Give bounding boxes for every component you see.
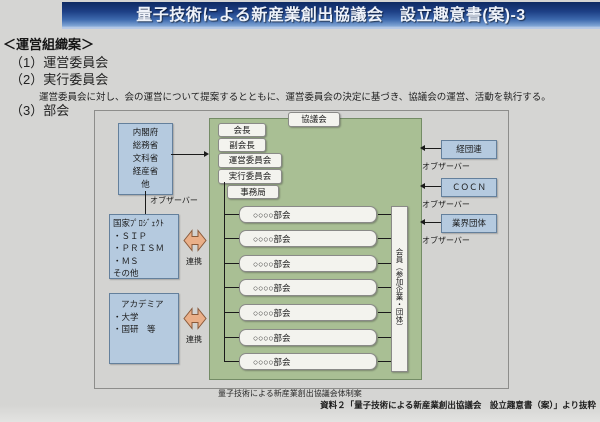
national-project-line: その他 [113, 268, 139, 278]
government-line: 内閣府 [132, 127, 159, 137]
arrow-left-icon [420, 183, 425, 189]
observer-label-left: オブザーバー [150, 196, 198, 205]
connector-line [378, 238, 391, 239]
connector-line [224, 287, 239, 288]
connector-line [224, 263, 239, 264]
academia-line: ・国研 等 [113, 324, 156, 334]
connector-line [224, 312, 239, 313]
org-chart: 内閣府 総務省 文科省 経産省 他 オブザーバー 国家ﾌﾟﾛｼﾞｪｸﾄ ・ＳＩＰ… [94, 110, 509, 389]
national-project-line: ・ＭＳ [113, 255, 139, 266]
observer-label-right: オブザーバー [422, 236, 470, 245]
connector-line [378, 337, 391, 338]
bukai-box: ○○○○部会 [239, 230, 377, 247]
bukai-box: ○○○○部会 [239, 279, 377, 296]
bukai-box: ○○○○部会 [239, 206, 377, 223]
cocn-box: ＣＯＣＮ [441, 178, 497, 197]
connector-line [425, 186, 441, 187]
observer-label-right: オブザーバー [422, 162, 470, 171]
connector-line [224, 337, 239, 338]
connector-line [224, 214, 239, 215]
academia-line: ・大学 [113, 311, 139, 322]
government-box: 内閣府 総務省 文科省 経産省 他 [118, 123, 173, 195]
connector-line [378, 263, 391, 264]
keidanren-box: 経団連 [441, 140, 497, 159]
members-box: 会員（参加企業・団体） [391, 206, 408, 372]
arrow-left-icon [420, 145, 425, 151]
academia-line: アカデミア [121, 299, 164, 309]
national-project-box: 国家ﾌﾟﾛｼﾞｪｸﾄ ・ＳＩＰ ・ＰＲＩＳＭ ・ＭＳ その他 [109, 214, 179, 279]
industry-group-box: 業界団体 [441, 214, 497, 233]
connector-line [425, 222, 441, 223]
cooperation-arrow-icon [183, 229, 207, 252]
connector-line [378, 361, 391, 362]
connector-line [171, 154, 204, 155]
renkei-label: 連携 [186, 257, 202, 266]
page-title: 量子技術による新産業創出協議会 設立趣意書(案)-3 [62, 2, 600, 29]
academia-box: アカデミア ・大学 ・国研 等 [109, 293, 179, 364]
connector-line [145, 191, 146, 214]
arrow-right-icon [204, 151, 209, 157]
section-heading: ＜運営組織案＞ [3, 37, 95, 52]
org-item-2: （2）実行委員会 [10, 72, 109, 87]
executive-committee-box: 実行委員会 [218, 169, 282, 184]
national-project-line: 国家ﾌﾟﾛｼﾞｪｸﾄ [113, 218, 165, 228]
government-line: 文科省 [132, 153, 159, 163]
national-project-line: ・ＳＩＰ [113, 230, 148, 241]
arrow-left-icon [420, 219, 425, 225]
connector-line [378, 287, 391, 288]
connector-line [224, 361, 239, 362]
chair-box: 会長 [218, 123, 266, 137]
vice-chair-box: 副会長 [218, 138, 266, 152]
members-label: 会員（参加企業・団体） [395, 247, 404, 331]
cooperation-arrow-icon [183, 307, 207, 330]
observer-label-right: オブザーバー [422, 200, 470, 209]
bukai-box: ○○○○部会 [239, 329, 377, 346]
connector-line [224, 182, 225, 362]
renkei-label: 連携 [186, 335, 202, 344]
connector-line [378, 214, 391, 215]
government-line: 総務省 [132, 140, 159, 150]
bukai-box: ○○○○部会 [239, 255, 377, 272]
national-project-line: ・ＰＲＩＳＭ [113, 243, 165, 253]
council-label-box: 協議会 [288, 112, 340, 127]
bukai-box: ○○○○部会 [239, 353, 377, 370]
org-item-1: （1）運営委員会 [10, 55, 109, 70]
diagram-caption: 量子技術による新産業創出協議会体制案 [218, 389, 362, 398]
org-item-2-note: 運営委員会に対し、会の運営について提案するとともに、運営委員会の決定に基づき、協… [39, 92, 551, 103]
connector-line [425, 148, 441, 149]
steering-committee-box: 運営委員会 [218, 153, 282, 168]
connector-line [378, 312, 391, 313]
footer-source-note: 資料２「量子技術による新産業創出協議会 設立趣意書（案）」より抜粋 [320, 400, 596, 410]
connector-line [224, 238, 239, 239]
secretariat-box: 事務局 [227, 185, 279, 199]
government-line: 他 [141, 179, 150, 189]
bukai-box: ○○○○部会 [239, 304, 377, 321]
org-item-3: （3）部会 [10, 103, 70, 118]
government-line: 経産省 [132, 166, 159, 176]
